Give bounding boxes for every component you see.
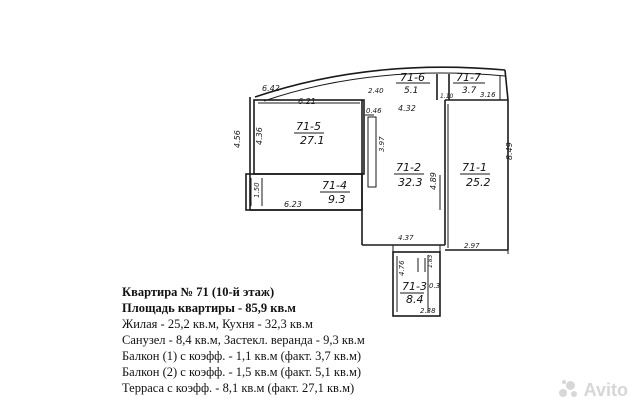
- info-line-balcony-2: Балкон (2) с коэфф. - 1,5 кв.м (факт. 5,…: [122, 365, 362, 379]
- dimension-labels: 6.42 6.21 2.40 1.10 3.16 0.46 4.32 4.56 …: [233, 84, 514, 315]
- dim-label: 1.83: [427, 254, 434, 268]
- info-line-living: Жилая - 25,2 кв.м, Кухня - 32,3 кв.м: [122, 317, 313, 331]
- room-labels: 71-5 27.1 71-4 9.3 71-2 32.3 71-1 25.2 7…: [294, 71, 491, 306]
- dim-label: 2.40: [368, 87, 384, 95]
- room-71-1-area: 25.2: [466, 176, 491, 189]
- dim-label: 1.50: [253, 182, 261, 198]
- room-71-5-area: 27.1: [300, 134, 325, 147]
- watermark-text: Avito: [583, 379, 628, 400]
- info-line-balcony-1: Балкон (1) с коэфф. - 1,1 кв.м (факт. 3,…: [122, 349, 362, 363]
- apartment-title: Квартира № 71 (10-й этаж): [122, 285, 275, 299]
- avito-logo-icon: [558, 379, 580, 401]
- room-71-2-code: 71-2: [396, 161, 421, 174]
- dim-label: 2.97: [464, 242, 480, 250]
- info-line-bathroom: Санузел - 8,4 кв.м, Застекл. веранда - 9…: [122, 333, 365, 347]
- dim-label: 6.42: [262, 84, 280, 93]
- apartment-info: Квартира № 71 (10-й этаж) Площадь кварти…: [122, 284, 422, 396]
- room-71-6-area: 5.1: [404, 86, 418, 96]
- room-71-7-area: 3.7: [462, 86, 477, 96]
- dim-label: 4.76: [398, 260, 406, 276]
- dim-label: 4.37: [398, 234, 414, 242]
- room-71-4-code: 71-4: [322, 179, 347, 192]
- room-71-7-code: 71-7: [456, 71, 481, 84]
- room-71-3-area: 8.4: [406, 293, 424, 306]
- room-71-6-code: 71-6: [400, 71, 425, 84]
- dim-label: 3.16: [480, 91, 496, 99]
- dim-label: 4.32: [398, 104, 416, 113]
- room-71-3-code: 71-3: [402, 280, 427, 293]
- dim-label: 4.56: [233, 130, 242, 148]
- dim-label: 2.38: [420, 307, 436, 315]
- apartment-total-area: Площадь квартиры - 85,9 кв.м: [122, 301, 296, 315]
- plan-walls: [245, 66, 509, 317]
- info-line-terrace: Терраса с коэфф. - 8,1 кв.м (факт. 27,1 …: [122, 381, 355, 395]
- room-71-1-code: 71-1: [462, 161, 487, 174]
- dim-label: 8.49: [505, 142, 514, 160]
- dim-label: 4.89: [429, 172, 438, 190]
- room-71-4-area: 9.3: [328, 193, 346, 206]
- avito-watermark: Avito: [558, 379, 628, 401]
- dim-label: 4.36: [255, 127, 264, 145]
- dim-label: 6.21: [298, 97, 316, 106]
- room-71-5-code: 71-5: [296, 120, 321, 133]
- dim-label: 3.97: [378, 136, 386, 152]
- dim-label: 1.10: [440, 93, 454, 100]
- dim-label: 0.3: [429, 282, 440, 290]
- dim-label: 6.23: [284, 200, 302, 209]
- room-71-2-area: 32.3: [398, 176, 423, 189]
- dim-label: 0.46: [366, 107, 382, 115]
